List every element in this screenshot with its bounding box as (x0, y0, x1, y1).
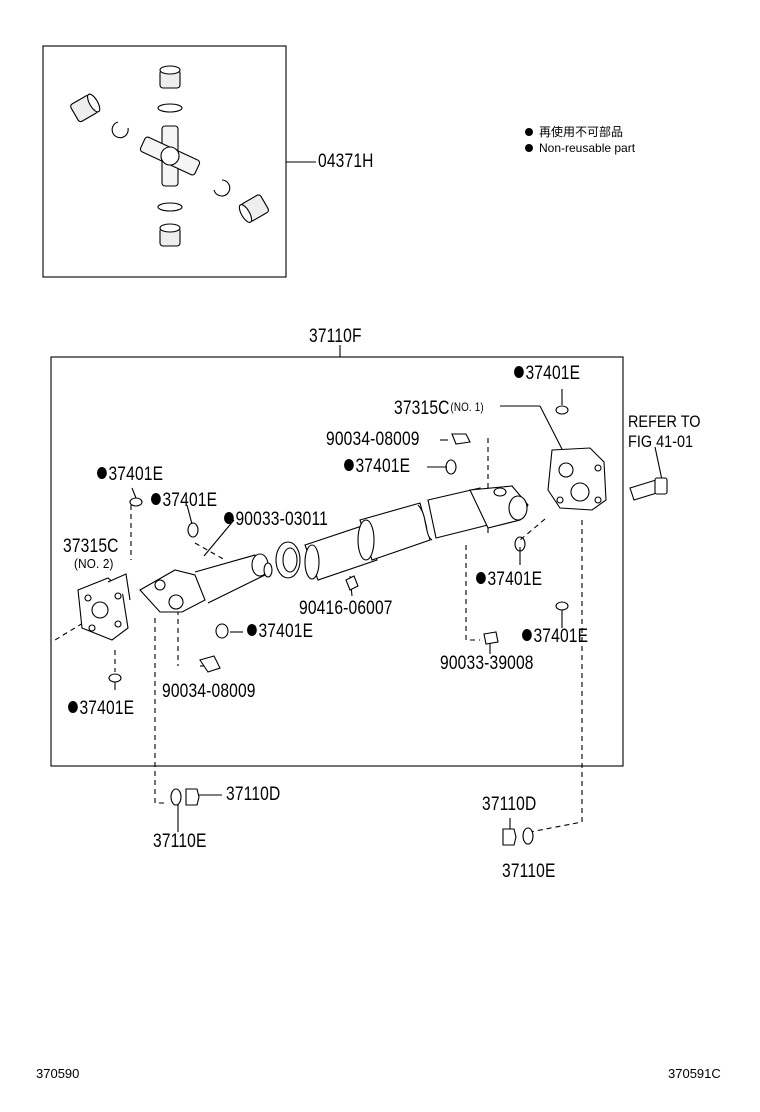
flange-yoke-no2-icon (77, 573, 131, 641)
universal-joint-spider-icon (139, 125, 201, 187)
label-90416-06007[interactable]: 90416-06007 (299, 598, 393, 619)
label-no2: (NO. 2) (74, 556, 114, 571)
rear-shaft-icon (427, 485, 529, 539)
label-04371h[interactable]: 04371H (318, 151, 374, 172)
label-90033-39008[interactable]: 90033-39008 (440, 653, 534, 674)
non-reusable-dot-icon (344, 459, 354, 471)
non-reusable-dot-icon (476, 572, 486, 584)
non-reusable-dot-icon (247, 624, 257, 636)
legend-line-en: Non-reusable part (525, 140, 635, 156)
refer-line-1: REFER TO (628, 412, 701, 431)
label-37110d-right[interactable]: 37110D (482, 794, 537, 815)
label-37401e-top-right[interactable]: 37401E (514, 364, 580, 384)
footer-code-right: 370591C (668, 1066, 721, 1081)
front-shaft-icon (139, 553, 273, 613)
nut-washer-icon (170, 788, 534, 846)
bearing-cap-icon (70, 65, 269, 247)
non-reusable-dot-icon (514, 366, 524, 378)
label-37401e-right-low[interactable]: 37401E (522, 627, 588, 647)
label-37401e-left-top[interactable]: 37401E (97, 465, 163, 485)
label-37401e-center-low[interactable]: 37401E (247, 622, 313, 642)
label-37401e-left-second[interactable]: 37401E (151, 491, 217, 511)
refer-line-2: FIG 41-01 (628, 432, 694, 451)
snap-ring-37401e-icon (108, 405, 569, 683)
snap-ring-icon (111, 103, 231, 212)
label-90033-03011[interactable]: 90033-03011 (224, 510, 328, 530)
non-reusable-dot-icon (224, 512, 234, 524)
bolt-icon (629, 477, 668, 501)
flange-yoke-no1-icon (547, 447, 607, 511)
legend-line-jp: 再使用不可部品 (525, 124, 635, 140)
center-bearing-icon (275, 541, 301, 579)
label-37315c-no2[interactable]: 37315C (63, 536, 119, 557)
bullet-icon (525, 144, 533, 152)
label-37110e-right[interactable]: 37110E (502, 861, 556, 882)
middle-shaft-icon (304, 502, 433, 581)
non-reusable-dot-icon (151, 493, 161, 505)
legend: 再使用不可部品 Non-reusable part (525, 124, 635, 156)
non-reusable-dot-icon (522, 629, 532, 641)
non-reusable-dot-icon (68, 701, 78, 713)
label-37110e-left[interactable]: 37110E (153, 831, 207, 852)
bullet-icon (525, 128, 533, 136)
non-reusable-dot-icon (97, 467, 107, 479)
refer-to-fig[interactable]: REFER TO FIG 41-01 (628, 412, 701, 452)
label-37401e-left-bottom[interactable]: 37401E (68, 699, 134, 719)
grease-fitting-icon (199, 433, 499, 673)
footer-code-left: 370590 (36, 1066, 80, 1081)
assembly-37110f-box (50, 356, 624, 767)
label-90034-08009-top[interactable]: 90034-08009 (326, 429, 420, 450)
label-37315c-no1[interactable]: 37315C(NO. 1) (394, 398, 484, 419)
label-37401e-mid[interactable]: 37401E (344, 457, 410, 477)
label-37110d-left[interactable]: 37110D (226, 784, 281, 805)
label-37401e-right-mid[interactable]: 37401E (476, 570, 542, 590)
label-90034-08009-bottom[interactable]: 90034-08009 (162, 681, 256, 702)
label-37110f[interactable]: 37110F (309, 326, 362, 347)
